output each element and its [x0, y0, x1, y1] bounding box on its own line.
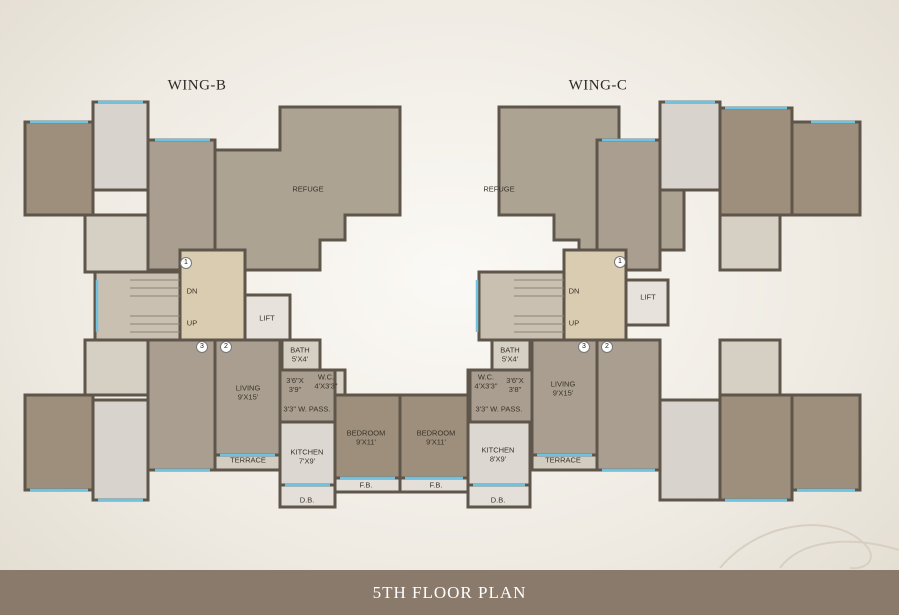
- footer-band: 5TH FLOOR PLAN: [0, 570, 899, 615]
- decorative-swirl: [719, 524, 899, 570]
- wingc-living-label: LIVING: [550, 379, 576, 389]
- wingb-top-living: [146, 138, 217, 272]
- wingb-bedroom-label: BEDROOM: [346, 428, 386, 438]
- door-number-1-right: 1: [614, 256, 626, 268]
- wingb-bedroom-size: 9'X11': [356, 437, 376, 447]
- wingc-living-size: 9'X15': [552, 388, 574, 398]
- wingb-kitchen-size: 7'X9': [298, 456, 316, 466]
- wingc-bath-label: BATH: [500, 345, 520, 355]
- wingc-stairs: [477, 270, 566, 342]
- wingc-bottom-bedroom-outer: [790, 393, 862, 492]
- wingc-top-living: [595, 138, 662, 272]
- wing-b-label: WING-B: [167, 77, 227, 94]
- wingc-top-bedroom: [718, 106, 794, 217]
- wingc-bath: [490, 338, 532, 372]
- wingc-fb-label: F.B.: [429, 480, 443, 490]
- wingc-wc-label: W.C.: [477, 372, 495, 382]
- wingc-bedroom-label: BEDROOM: [416, 428, 456, 438]
- wingc-bedroom-size: 9'X11': [426, 437, 446, 447]
- wingb-kitchen-label: KITCHEN: [290, 447, 324, 457]
- wingc-nook-size: 3'6"X 3'8": [506, 376, 524, 394]
- wingb-wc-label: W.C.: [317, 372, 335, 382]
- refuge-right-label: REFUGE: [483, 184, 515, 194]
- wingc-bottom-kitchen: [658, 398, 722, 502]
- wingb-db-label: D.B.: [299, 495, 315, 505]
- wingc-kitchen: [466, 420, 532, 487]
- stairs-dn-left: DN: [186, 286, 198, 296]
- wingb-lift: [243, 293, 292, 342]
- wingc-top-toilets: [718, 213, 782, 272]
- door-number-2-right: 2: [601, 341, 613, 353]
- lift-left-label: LIFT: [259, 313, 275, 323]
- wingc-top-kitchen: [658, 100, 722, 192]
- lift-right-label: LIFT: [640, 292, 656, 302]
- wingb-passage-label: 3'3" W. PASS.: [283, 404, 331, 414]
- wingb-terrace-label: TERRACE: [230, 455, 266, 465]
- wingc-living: [530, 338, 599, 457]
- door-number-3-right: 3: [578, 341, 590, 353]
- wingb-top-toilets: [83, 213, 150, 274]
- wingc-lift: [624, 278, 670, 327]
- stairs-up-right: UP: [568, 318, 580, 328]
- floor-plan-drawing: [23, 100, 899, 570]
- wingb-bottom-toilets: [83, 338, 150, 397]
- wingc-bottom-bedroom: [718, 393, 794, 502]
- wingb-bedroom: [333, 393, 402, 480]
- wingc-kitchen-size: 8'X9': [489, 454, 507, 464]
- wingb-top-bedroom: [23, 120, 95, 217]
- wingb-bath-size: 5'X4': [291, 354, 309, 364]
- wingc-bottom-toilets: [718, 338, 782, 397]
- wingb-bath-label: BATH: [290, 345, 310, 355]
- wingb-bottom-bedroom: [23, 393, 95, 492]
- wingc-bath-size: 5'X4': [501, 354, 519, 364]
- refuge-left-label: REFUGE: [292, 184, 324, 194]
- wingc-bottom-living: [595, 338, 662, 472]
- wingc-top-bedroom-outer: [790, 120, 862, 217]
- wingb-top-kitchen: [91, 100, 150, 192]
- wingb-stairs: [93, 270, 182, 342]
- wingc-passage: [468, 368, 534, 424]
- door-number-1-left: 1: [180, 257, 192, 269]
- wing-c-label: WING-C: [568, 77, 628, 94]
- plan-title: 5TH FLOOR PLAN: [372, 582, 527, 602]
- wingb-bottom-living: [146, 338, 217, 472]
- stairs-up-left: UP: [186, 318, 198, 328]
- wingc-wc-size: 4'X3'3": [474, 381, 498, 391]
- wingb-living-size: 9'X15': [237, 392, 259, 402]
- wingb-wc-size: 4'X3'3": [314, 381, 338, 391]
- wingc-db-label: D.B.: [490, 495, 506, 505]
- wingc-kitchen-label: KITCHEN: [481, 445, 515, 455]
- wingc-terrace-label: TERRACE: [545, 455, 581, 465]
- wingb-fb-label: F.B.: [359, 480, 373, 490]
- door-number-2-left: 2: [220, 341, 232, 353]
- wingb-nook-size: 3'6"X 3'9": [286, 376, 304, 394]
- wingc-passage-label: 3'3" W. PASS.: [475, 404, 523, 414]
- wingb-bottom-kitchen: [91, 398, 150, 502]
- door-number-3-left: 3: [196, 341, 208, 353]
- wingb-living-label: LIVING: [235, 383, 261, 393]
- stairs-dn-right: DN: [568, 286, 580, 296]
